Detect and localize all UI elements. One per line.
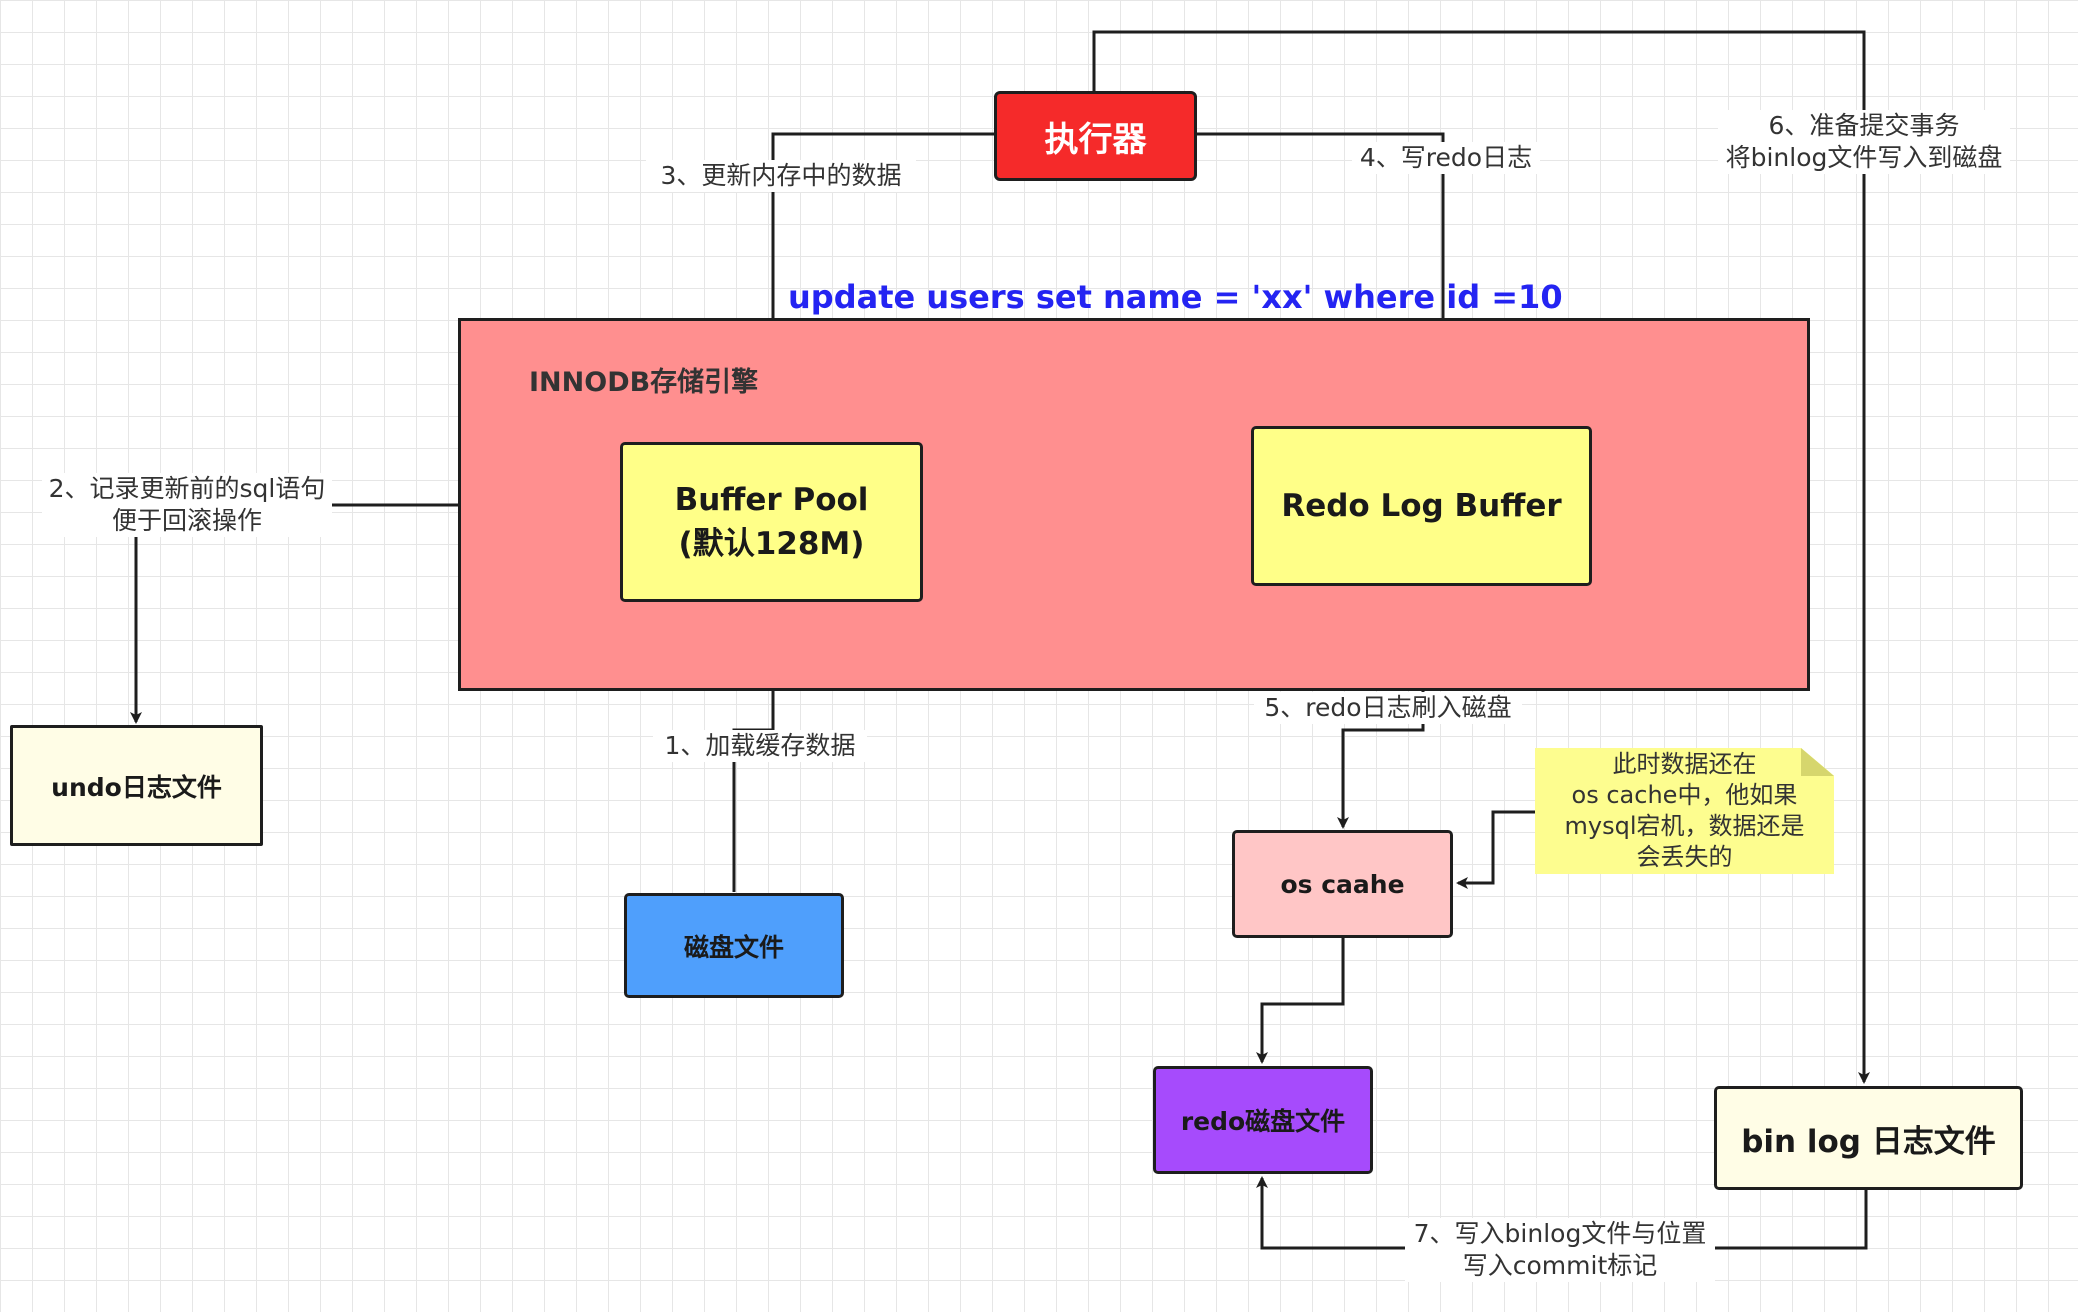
redo-disk-file-box[interactable]: redo磁盘文件 [1153,1066,1373,1174]
executor-box[interactable]: 执行器 [994,91,1197,181]
undo-log-file-box[interactable]: undo日志文件 [10,725,263,846]
step-label-6: 6、准备提交事务 将binlog文件写入到磁盘 [1718,110,2010,174]
step-label-2: 2、记录更新前的sql语句 便于回滚操作 [42,473,332,537]
redo-log-buffer-box[interactable]: Redo Log Buffer [1251,426,1592,586]
binlog-file-box[interactable]: bin log 日志文件 [1714,1086,2023,1190]
connector-note-oscache [1456,810,1535,889]
connector-record-undo [130,503,458,724]
note-text: 此时数据还在 os cache中，他如果 mysql宕机，数据还是 会丢失的 [1564,750,1805,871]
step-label-1: 1、加载缓存数据 [653,730,867,762]
disk-file-box[interactable]: 磁盘文件 [624,893,844,998]
step-label-4: 4、写redo日志 [1352,142,1540,174]
buffer-pool-box[interactable]: Buffer Pool (默认128M) [620,442,923,602]
sql-statement: update users set name = 'xx' where id =1… [788,278,1563,316]
innodb-engine-label: INNODB存储引擎 [529,367,759,398]
step-label-3: 3、更新内存中的数据 [646,160,916,192]
step-label-7: 7、写入binlog文件与位置 写入commit标记 [1405,1218,1715,1282]
step-label-5: 5、redo日志刷入磁盘 [1254,692,1522,724]
os-cache-box[interactable]: os caahe [1232,830,1453,938]
connector-prepare-commit [1092,30,1870,1084]
note-box[interactable]: 此时数据还在 os cache中，他如果 mysql宕机，数据还是 会丢失的 [1535,748,1834,874]
connector-oscache-redodisk [1256,937,1345,1064]
